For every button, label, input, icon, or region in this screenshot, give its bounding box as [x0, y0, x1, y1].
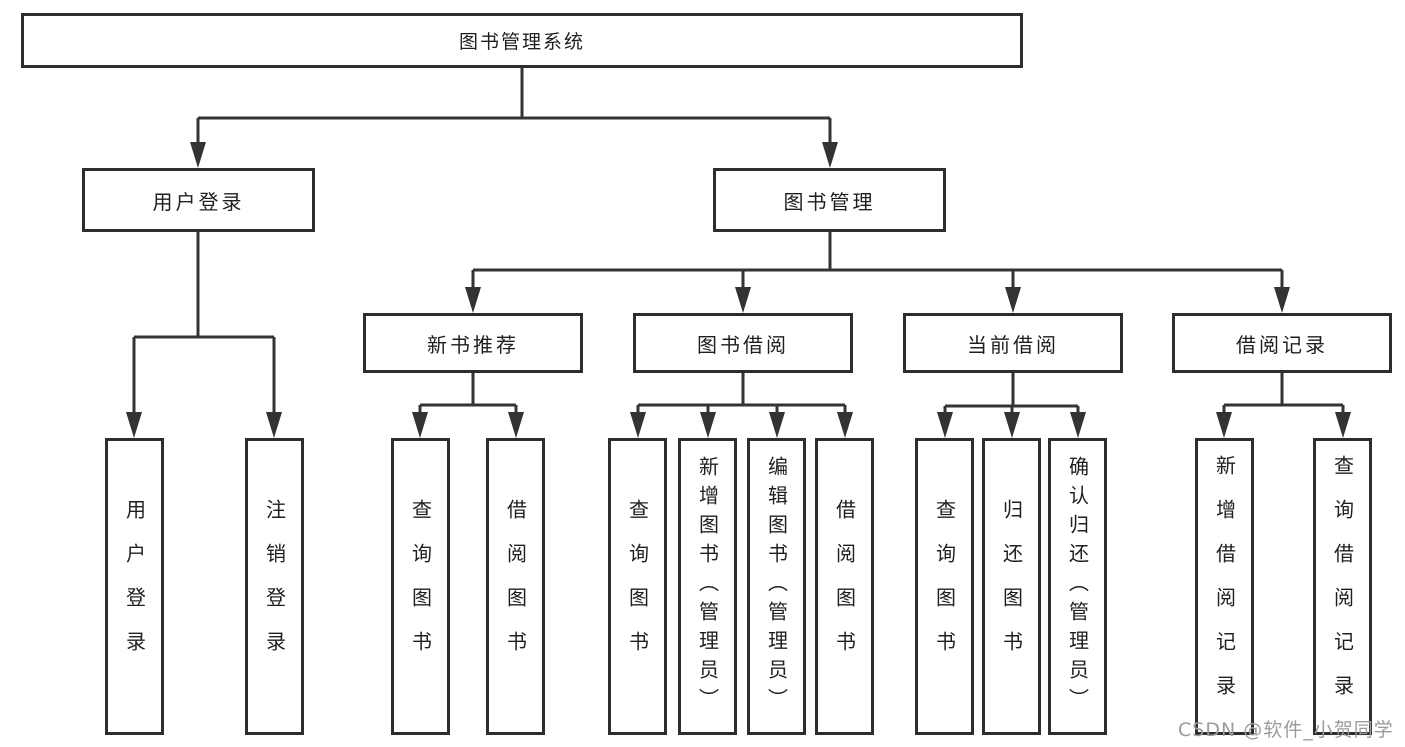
node-label: 新书推荐	[427, 332, 519, 357]
leaf-query-books-recommend: 查询图书	[391, 438, 450, 735]
arrowheads-level2	[190, 142, 838, 168]
leaf-borrow-books-recommend: 借阅图书	[486, 438, 545, 735]
leaf-edit-books-admin: 编辑图书（管理员）	[747, 438, 806, 735]
node-label: 编辑图书（管理员）	[764, 456, 789, 717]
node-borrow-records: 借阅记录	[1172, 313, 1392, 373]
leaf-user-login: 用户登录	[105, 438, 164, 735]
arrowheads-new-book-recommend	[412, 412, 524, 438]
csdn-watermark: CSDN @软件_小贺同学	[1178, 719, 1394, 741]
connector-user-login-to-leaves	[132, 232, 276, 414]
node-label: 用户登录	[152, 189, 245, 214]
node-label: 用户登录	[122, 498, 147, 675]
connector-book-management-to-level3	[471, 232, 1284, 289]
node-label: 归还图书	[999, 498, 1024, 675]
leaf-query-borrow-record: 查询借阅记录	[1313, 438, 1372, 735]
node-label: 新增借阅记录	[1212, 454, 1237, 719]
node-label: 图书管理	[783, 189, 876, 214]
arrowheads-user-login-leaves	[126, 412, 282, 438]
node-label: 查询借阅记录	[1330, 454, 1355, 719]
connector-new-book-recommend-to-leaves	[418, 373, 518, 414]
node-label: 查询图书	[932, 498, 957, 675]
node-label: 图书借阅	[697, 332, 789, 357]
connector-borrow-records-to-leaves	[1222, 373, 1345, 414]
node-label: 图书管理系统	[458, 31, 585, 53]
node-label: 查询图书	[625, 498, 650, 675]
node-label: 查询图书	[408, 498, 433, 675]
node-book-management: 图书管理	[713, 168, 946, 232]
leaf-logout-login: 注销登录	[245, 438, 304, 735]
node-label: 新增图书（管理员）	[695, 456, 720, 717]
leaf-confirm-return-admin: 确认归还（管理员）	[1048, 438, 1107, 735]
connector-book-borrowing-to-leaves	[636, 373, 847, 414]
node-new-book-recommend: 新书推荐	[363, 313, 583, 373]
leaf-query-books-current: 查询图书	[915, 438, 974, 735]
arrowheads-book-borrowing	[630, 412, 853, 438]
node-label: 借阅图书	[832, 498, 857, 675]
leaf-add-books-admin: 新增图书（管理员）	[678, 438, 737, 735]
node-user-login: 用户登录	[82, 168, 315, 232]
node-book-borrowing: 图书借阅	[633, 313, 853, 373]
node-label: 确认归还（管理员）	[1065, 456, 1090, 717]
node-label: 注销登录	[262, 498, 287, 675]
node-current-borrowing: 当前借阅	[903, 313, 1123, 373]
leaf-return-books: 归还图书	[982, 438, 1041, 735]
arrowheads-borrow-records	[1216, 412, 1351, 438]
arrowheads-level3	[465, 287, 1290, 313]
leaf-borrow-books-borrowing: 借阅图书	[815, 438, 874, 735]
node-label: 借阅图书	[503, 498, 528, 675]
node-label: 借阅记录	[1236, 332, 1328, 357]
node-library-management-system: 图书管理系统	[21, 13, 1023, 68]
node-label: 当前借阅	[967, 332, 1059, 357]
leaf-add-borrow-record: 新增借阅记录	[1195, 438, 1254, 735]
arrowheads-current-borrowing	[937, 412, 1086, 438]
connector-root-to-level2	[196, 68, 832, 145]
leaf-query-books-borrowing: 查询图书	[608, 438, 667, 735]
connector-current-borrowing-to-leaves	[943, 373, 1080, 414]
